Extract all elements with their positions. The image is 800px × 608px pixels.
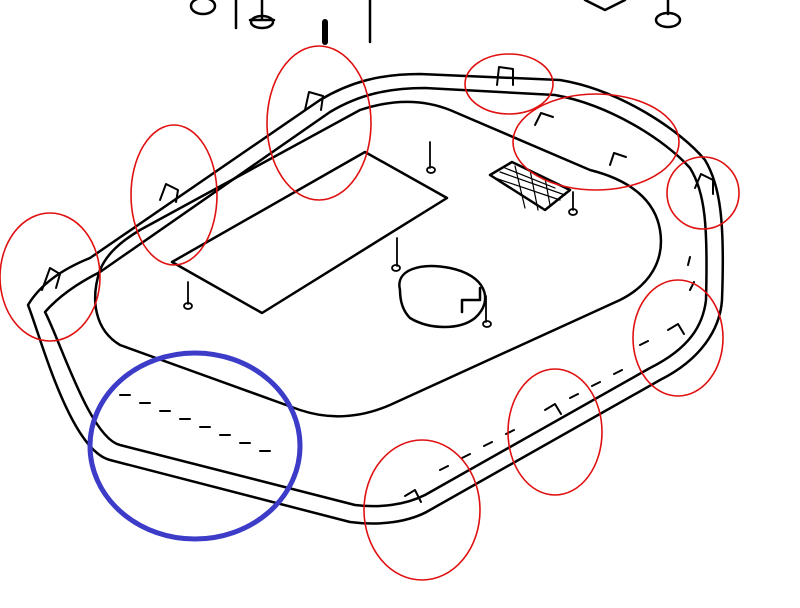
red-highlight-circle-9 [363, 439, 481, 581]
tray-inner-rim [43, 86, 708, 508]
tray-floor [93, 100, 663, 418]
red-highlight-circle-4 [464, 53, 554, 115]
tray-line-drawing [26, 0, 725, 525]
highlight-markers [0, 45, 740, 581]
oval-opening [398, 264, 487, 329]
red-highlight-circle-6 [666, 156, 740, 230]
red-highlight-circle-5 [512, 93, 680, 191]
red-highlight-circle-3 [0, 212, 101, 342]
mounting-pins [183, 141, 578, 328]
screw-fasteners-top [189, 0, 682, 45]
access-panel [170, 150, 449, 315]
edge-slots [119, 256, 695, 471]
blue-highlight-circle [87, 350, 303, 542]
red-highlight-circle-7 [632, 279, 724, 397]
red-highlight-circle-8 [507, 368, 603, 496]
vent-grille [488, 160, 572, 212]
tray-outer-rim [26, 72, 725, 525]
red-highlight-circle-1 [266, 45, 372, 201]
red-highlight-circle-2 [130, 124, 218, 266]
rim-clips [41, 66, 714, 503]
